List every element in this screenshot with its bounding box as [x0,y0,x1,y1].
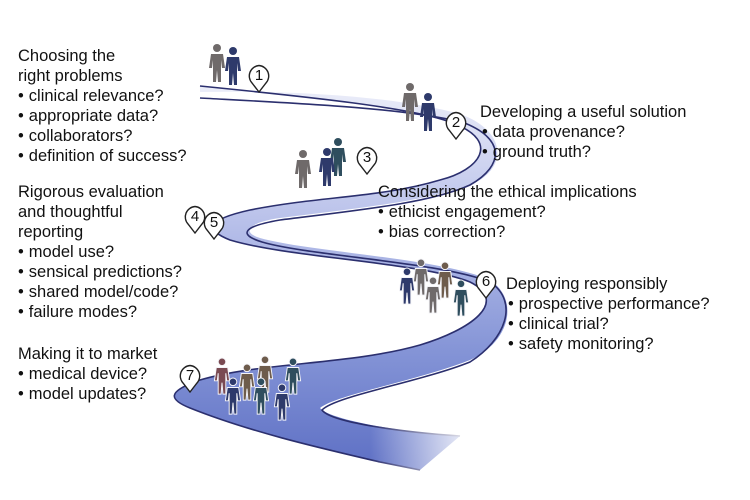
question-item: clinical relevance? [18,86,187,106]
person-figure-icon [252,377,270,415]
question-item: failure modes? [18,302,182,322]
stage-marker-5: 5 [202,211,226,241]
question-item: shared model/code? [18,282,182,302]
stage-1-title: Choosing the right problems [18,47,123,85]
stage-marker-1: 1 [247,64,271,94]
question-item: clinical trial? [508,314,710,334]
question-item: appropriate data? [18,106,187,126]
question-item: prospective performance? [508,294,710,314]
stage-6-text: Deploying responsibly prospective perfor… [506,274,710,354]
map-pin-icon [356,146,378,176]
stage-5-questions: model use? sensical predictions? shared … [18,242,182,322]
stage-7-title: Making it to market [18,345,158,363]
stage-number: 7 [185,367,195,384]
person-figure-icon [420,93,436,131]
stage-6-title: Deploying responsibly [506,275,668,293]
person-figure-icon [213,357,231,395]
stage-7-questions: medical device? model updates? [18,364,157,404]
stage-2-title: Developing a useful solution [480,103,687,121]
person-figure-icon [412,258,430,296]
question-item: ethicist engagement? [378,202,637,222]
stage-number: 5 [209,214,219,231]
person-figure-icon [238,363,256,401]
road-edge-outer [173,85,488,471]
question-item: medical device? [18,364,157,384]
person-figure-icon [295,150,311,188]
person-figure-icon [225,47,241,85]
stage-2-questions: data provenance? ground truth? [480,122,686,162]
stage-number: 3 [362,149,372,166]
person-figure-icon [284,357,302,395]
map-pin-icon [179,364,201,394]
person-figure-icon [209,44,225,82]
stage-number: 2 [451,114,461,131]
stage-3-title: Considering the ethical implications [378,183,637,201]
person-figure-icon [319,148,335,186]
question-item: sensical predictions? [18,262,182,282]
stage-marker-3: 3 [355,146,379,176]
question-item: safety monitoring? [508,334,710,354]
stage-2-text: Developing a useful solution data proven… [480,102,686,162]
person-figure-icon [273,383,291,421]
stage-5-title: Rigorous evaluation and thoughtful repor… [18,183,164,241]
stage-marker-6: 6 [474,270,498,300]
map-pin-icon [184,205,206,235]
person-figure-icon [402,83,418,121]
road-fade [370,420,480,480]
stage-6-questions: prospective performance? clinical trial?… [506,294,710,354]
question-item: collaborators? [18,126,187,146]
map-pin-icon [445,111,467,141]
stage-5-text: Rigorous evaluation and thoughtful repor… [18,182,182,322]
question-item: model updates? [18,384,157,404]
stage-3-questions: ethicist engagement? bias correction? [378,202,637,242]
question-item: bias correction? [378,222,637,242]
person-figure-icon [424,276,442,314]
question-item: model use? [18,242,182,262]
question-item: data provenance? [482,122,686,142]
stage-number: 4 [190,208,200,225]
people-group [209,44,470,421]
stage-3-text: Considering the ethical implications eth… [378,182,637,242]
stage-marker-4: 4 [183,205,207,235]
person-figure-icon [436,261,454,299]
stage-7-text: Making it to market medical device? mode… [18,344,157,404]
question-item: definition of success? [18,146,187,166]
stage-marker-2: 2 [444,111,468,141]
stage-number: 6 [481,273,491,290]
map-pin-icon [248,64,270,94]
map-pin-icon [475,270,497,300]
person-figure-icon [452,279,470,317]
question-item: ground truth? [482,142,686,162]
stage-marker-7: 7 [178,364,202,394]
map-pin-icon [203,211,225,241]
stage-1-questions: clinical relevance? appropriate data? co… [18,86,187,166]
stage-number: 1 [254,67,264,84]
person-figure-icon [398,267,416,305]
person-figure-icon [224,377,242,415]
stage-1-text: Choosing the right problems clinical rel… [18,46,187,166]
